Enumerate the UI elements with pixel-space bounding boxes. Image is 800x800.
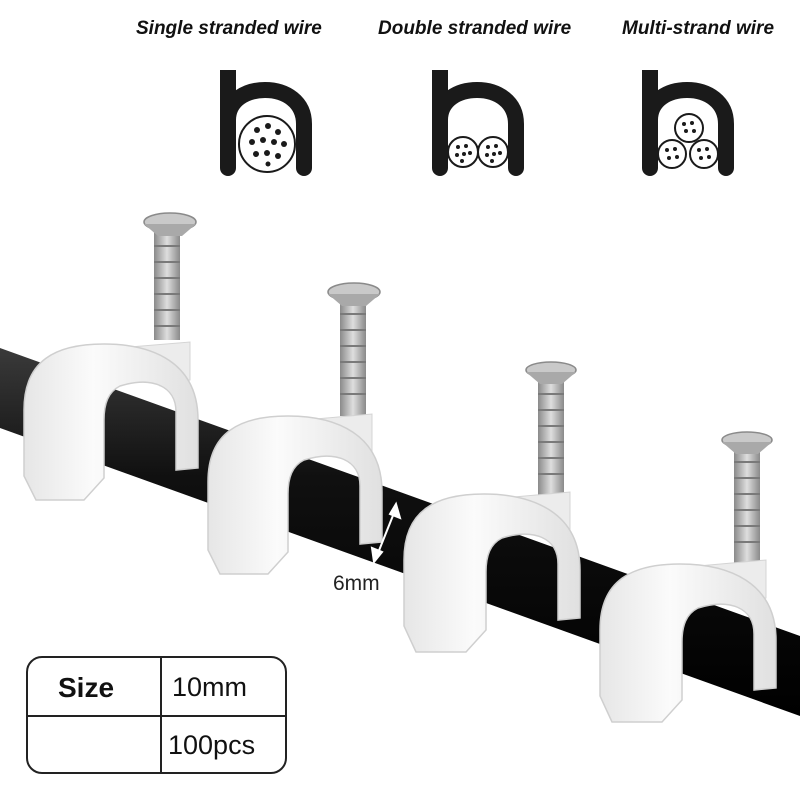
multi-strand-wire-label: Multi-strand wire: [622, 18, 775, 39]
cable-clip-3: [403, 361, 581, 653]
size-key-cell: Size: [58, 672, 115, 703]
cable-clip-1: [23, 212, 199, 501]
quantity-value-cell: 100pcs: [168, 730, 256, 760]
double-stranded-wire-label: Double stranded wire: [378, 18, 572, 39]
cable-diameter-label: 6mm: [333, 572, 380, 595]
table-divider-horizontal: [28, 715, 285, 717]
cable-clip-2: [207, 282, 383, 575]
single-stranded-wire-icon: [220, 70, 312, 176]
cable-clip-4: [599, 431, 777, 723]
multi-strand-wire-icon: [642, 70, 734, 176]
size-value-cell: 10mm: [172, 672, 248, 702]
double-stranded-wire-icon: [432, 70, 524, 176]
spec-table: Size 10mm 100pcs: [26, 656, 287, 774]
dimension-arrow: [370, 501, 402, 565]
single-stranded-wire-label: Single stranded wire: [136, 18, 322, 39]
